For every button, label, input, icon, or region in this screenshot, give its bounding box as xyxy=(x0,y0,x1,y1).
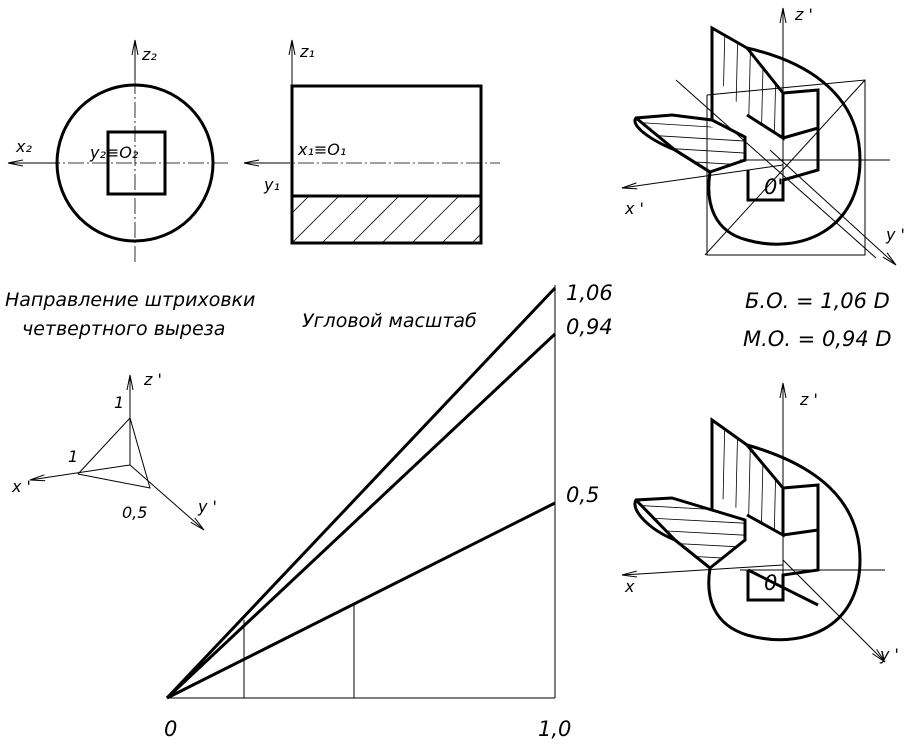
iso-bottom-edge-5 xyxy=(634,498,711,570)
iso-top-diag-1 xyxy=(675,79,877,259)
z1-label: z₁ xyxy=(299,42,315,61)
hatch-mark-z: 1 xyxy=(114,393,124,412)
hatch-caption-line1: Направление штриховки xyxy=(5,289,255,311)
hatch-direction-diagram: x ' y ' z ' 1 0,5 1 xyxy=(11,370,217,530)
iso-top-y-label: y ' xyxy=(885,225,905,244)
iso-top-z-label: z ' xyxy=(794,5,813,24)
iso-bottom-y-axis xyxy=(782,559,885,662)
front-view: z₂ x₂ y₂≡O₂ xyxy=(8,40,230,262)
iso-top-edge-5 xyxy=(635,116,711,174)
hatch-z-label: z ' xyxy=(143,370,162,389)
iso-bottom-origin-label: 0 xyxy=(764,571,777,595)
iso-top-outline xyxy=(633,25,862,246)
z2-label: z₂ xyxy=(141,45,157,64)
origin-o2-label: y₂≡O₂ xyxy=(89,143,139,162)
side-rectangle xyxy=(290,84,483,245)
side-hatching xyxy=(292,196,481,243)
iso-bottom-x-axis xyxy=(622,564,784,575)
iso-bottom-z-label: z ' xyxy=(799,390,818,409)
scale-label-05: 0,5 xyxy=(566,483,599,507)
iso-top-hatch-vertical xyxy=(721,28,778,138)
scale-label-106: 1,06 xyxy=(566,281,613,305)
iso-top-edge-6 xyxy=(782,88,820,128)
y1-label: y₁ xyxy=(263,175,280,194)
hatch-x-label: x ' xyxy=(11,477,31,496)
origin-o1-label: x₁≡O₁ xyxy=(297,140,346,159)
iso-bottom-edge-3 xyxy=(709,508,747,570)
hatch-mark-x: 1 xyxy=(68,447,78,466)
hatch-triangle xyxy=(77,417,151,489)
side-view: z₁ y₁ x₁≡O₁ xyxy=(244,40,500,245)
hatch-caption-line2: четвертного выреза xyxy=(22,318,225,340)
iso-bottom-y-label: y ' xyxy=(879,645,899,664)
iso-bottom-edge-2 xyxy=(745,444,785,538)
angular-scale: Угловой масштаб 1,06 0,94 0,5 0 1,0 xyxy=(164,281,613,741)
square-cutout xyxy=(106,130,167,196)
iso-view-top: z ' x ' y ' 0' xyxy=(622,5,905,265)
iso-top-origin-label: 0' xyxy=(764,175,783,199)
hatch-mark-y: 0,5 xyxy=(122,503,147,522)
iso-top-frame xyxy=(706,79,866,256)
x2-label: x₂ xyxy=(15,137,32,156)
angular-scale-title: Угловой масштаб xyxy=(302,310,477,332)
scale-origin-label: 0 xyxy=(164,717,177,741)
scale-end-label: 1,0 xyxy=(538,717,571,741)
iso-top-x-label: x ' xyxy=(624,199,644,218)
iso-top-y-axis xyxy=(769,149,896,265)
iso-top-edge-2 xyxy=(745,47,785,141)
scale-line-094 xyxy=(165,332,557,700)
iso-bottom-x-label: x xyxy=(624,577,635,596)
iso-top-x-axis xyxy=(622,164,784,188)
scale-line-05 xyxy=(166,501,556,700)
scale-label-094: 0,94 xyxy=(566,315,613,339)
iso-top-diag-2 xyxy=(704,79,866,256)
iso-bottom-edge-7 xyxy=(747,568,819,607)
big-ellipse-formula: Б.О. = 1,06 D xyxy=(745,289,890,313)
hatch-y-label: y ' xyxy=(197,497,217,516)
front-circle xyxy=(55,83,215,243)
hatch-y-axis xyxy=(129,464,204,530)
iso-top-edge-3 xyxy=(709,118,747,174)
iso-view-bottom: z ' x y ' 0 xyxy=(622,383,899,664)
scale-line-106 xyxy=(165,286,557,700)
iso-bottom-edge-6 xyxy=(782,483,820,530)
small-ellipse-formula: М.О. = 0,94 D xyxy=(743,327,892,351)
iso-bottom-outline xyxy=(633,417,862,642)
